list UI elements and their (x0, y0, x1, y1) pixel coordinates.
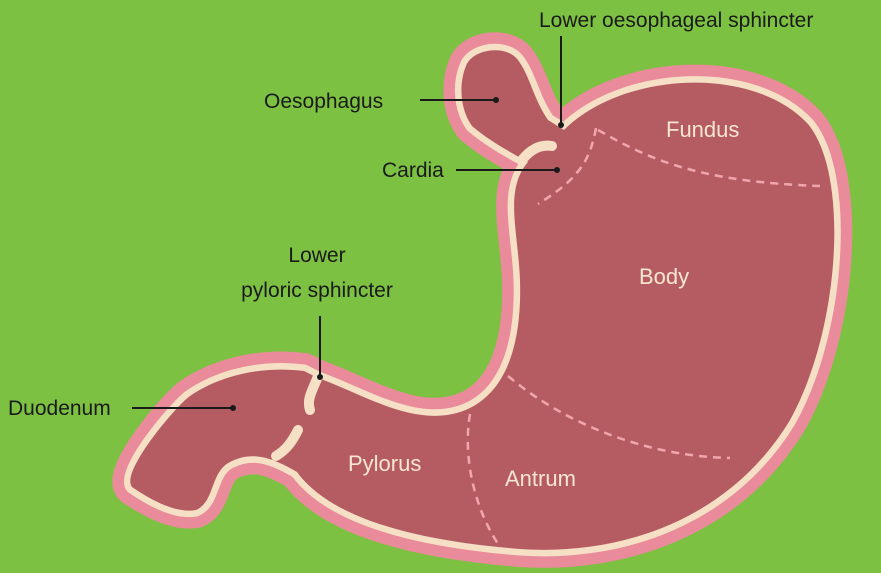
dot-duodenum (230, 405, 236, 411)
label-oesophagus: Oesophagus (264, 90, 383, 113)
label-lower-oesophageal-sphincter: Lower oesophageal sphincter (539, 9, 813, 32)
dot-oesophagus (493, 97, 499, 103)
region-label-pylorus: Pylorus (348, 451, 421, 476)
label-lower-pyloric-sphincter-line2: pyloric sphincter (241, 279, 393, 302)
region-label-antrum: Antrum (505, 466, 576, 491)
region-label-fundus: Fundus (666, 117, 739, 142)
label-duodenum: Duodenum (8, 397, 111, 420)
label-cardia: Cardia (382, 159, 444, 182)
dot-cardia (554, 167, 560, 173)
dot-lower-oesophageal-sphincter (558, 122, 564, 128)
label-lower-pyloric-sphincter-line1: Lower (288, 244, 345, 267)
region-label-body: Body (639, 264, 689, 289)
dot-lower-pyloric-sphincter (317, 374, 323, 380)
